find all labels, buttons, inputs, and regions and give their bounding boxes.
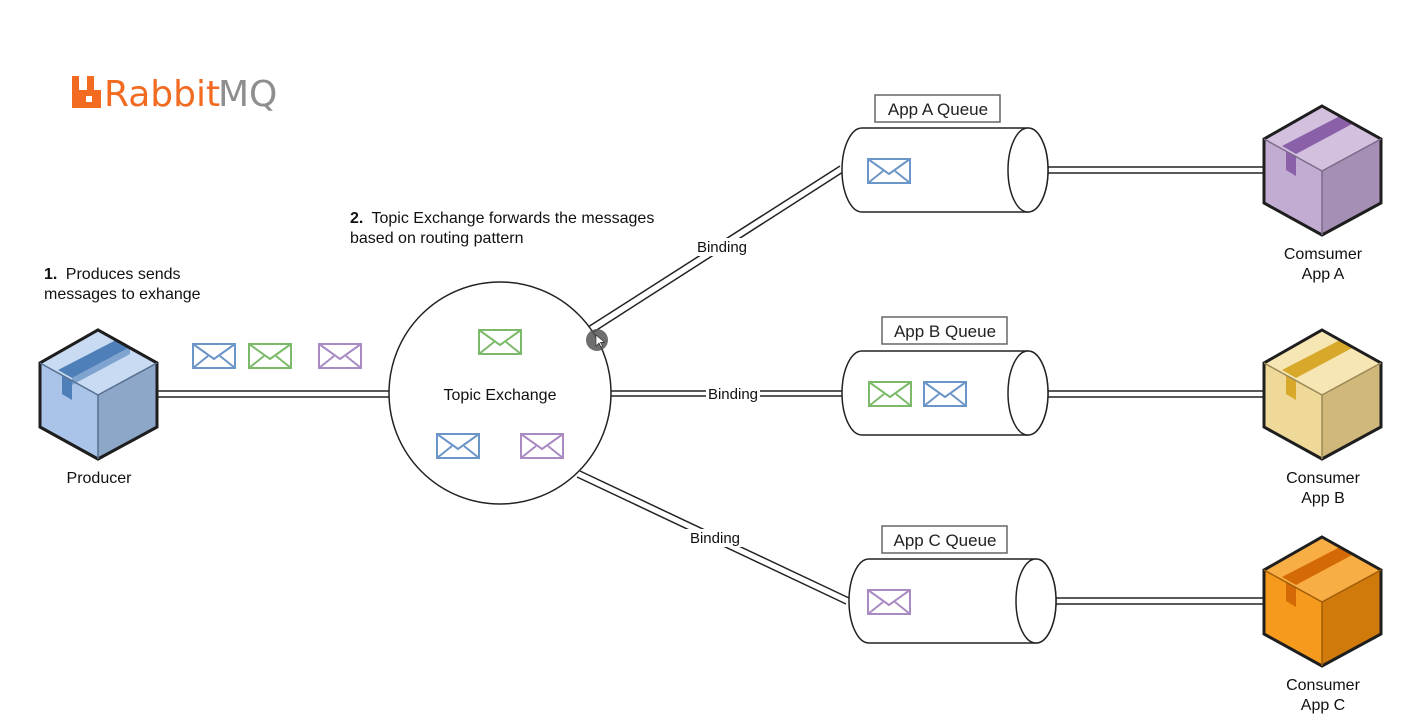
message-envelope-icon xyxy=(923,381,967,407)
mouse-cursor-icon xyxy=(586,329,608,351)
message-envelope-icon xyxy=(248,343,292,369)
consumer-a-box-icon xyxy=(1262,104,1383,237)
message-envelope-icon xyxy=(867,158,911,184)
binding-label-c: Binding xyxy=(690,530,740,547)
step-1-line1: Produces sends xyxy=(66,266,181,283)
message-envelope-icon xyxy=(318,343,362,369)
logo-text-rabbit: Rabbit xyxy=(104,74,220,115)
producer-box-icon xyxy=(38,328,159,461)
svg-text:2. Topic Exchange forwar: 2. Topic Exchange forwards the messages xyxy=(350,210,654,227)
step-1-annotation: 1. Produces sends messages to exhange xyxy=(44,266,201,303)
queue-b-label: App B Queue xyxy=(894,322,996,341)
producer-label: Producer xyxy=(67,470,133,487)
message-envelope-icon xyxy=(868,381,912,407)
message-envelope-icon xyxy=(478,329,522,355)
consumer-a-label-line1: Comsumer xyxy=(1284,246,1363,263)
queue-c-label-box xyxy=(881,525,1008,554)
consumer-b-box-icon xyxy=(1262,328,1383,461)
message-envelope-icon xyxy=(192,343,236,369)
consumer-b-label-line1: Consumer xyxy=(1286,470,1360,487)
rabbitmq-logo: Rabbit MQ xyxy=(72,74,277,115)
queue-c: App C Queue xyxy=(848,525,1057,644)
consumer-c-label-line1: Consumer xyxy=(1286,677,1360,694)
queue-c-label: App C Queue xyxy=(893,531,996,550)
consumer-c-box-icon xyxy=(1262,535,1383,668)
queue-c-consumer-link xyxy=(1056,597,1266,605)
consumer-c-label-line2: App C xyxy=(1301,697,1345,714)
step-1-line2: messages to exhange xyxy=(44,286,201,303)
message-envelope-icon xyxy=(520,433,564,459)
queue-a-label: App A Queue xyxy=(888,100,988,119)
connections xyxy=(158,165,1266,605)
svg-text:1. Produces sends: 1. Produces sends xyxy=(44,266,181,283)
binding-line-b xyxy=(611,390,842,397)
queue-a-consumer-link xyxy=(1048,166,1266,174)
queue-b-label-box xyxy=(881,316,1008,345)
consumer-c-node: Consumer App C xyxy=(1262,535,1383,714)
queue-b-consumer-link xyxy=(1048,390,1266,398)
binding-labels: Binding Binding Binding xyxy=(686,238,758,547)
messages-in-transit xyxy=(192,343,362,369)
step-2-annotation: 2. Topic Exchange forwards the messages … xyxy=(350,210,654,247)
message-envelope-icon xyxy=(867,589,911,615)
step-2-number: 2. xyxy=(350,210,363,227)
message-envelope-icon xyxy=(436,433,480,459)
binding-label-b: Binding xyxy=(708,386,758,403)
queue-a-label-box xyxy=(874,94,1001,123)
topic-exchange-node: Topic Exchange xyxy=(388,281,612,505)
producer-node: Producer xyxy=(38,328,159,487)
step-2-line2: based on routing pattern xyxy=(350,230,523,247)
queue-a: App A Queue xyxy=(841,94,1049,213)
binding-label-a: Binding xyxy=(697,239,747,256)
producer-exchange-link xyxy=(158,390,390,398)
step-2-line1: Topic Exchange forwards the messages xyxy=(372,210,655,227)
exchange-label: Topic Exchange xyxy=(444,387,557,404)
logo-text-mq: MQ xyxy=(218,74,277,115)
rabbitmq-logo-icon xyxy=(72,76,101,108)
queue-b: App B Queue xyxy=(841,316,1049,436)
step-1-number: 1. xyxy=(44,266,57,283)
consumer-b-label-line2: App B xyxy=(1301,490,1345,507)
consumer-a-label-line2: App A xyxy=(1302,266,1345,283)
consumer-b-node: Consumer App B xyxy=(1262,328,1383,507)
consumer-a-node: Comsumer App A xyxy=(1262,104,1383,283)
